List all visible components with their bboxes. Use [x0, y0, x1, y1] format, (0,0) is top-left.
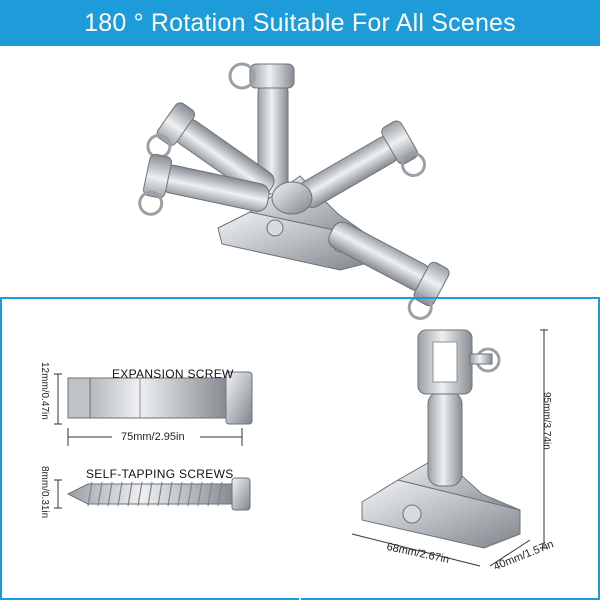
bracket-height-dim-line	[540, 329, 548, 549]
swivel-arm-left-upper	[146, 102, 275, 199]
self-tapping-screw-label: SELF-TAPPING SCREWS	[86, 467, 234, 481]
expansion-screw-label: EXPANSION SCREW	[112, 367, 234, 381]
bracket-image	[361, 329, 521, 549]
screws-panel	[0, 299, 299, 600]
bracket-width-dim-line	[351, 533, 481, 567]
expansion-length-dim: 75mm/2.95in	[121, 431, 185, 443]
bracket-depth-dim-line	[489, 539, 531, 567]
expansion-screw-image	[67, 371, 253, 425]
horizontal-divider	[0, 297, 600, 299]
bracket-dimension-panel	[301, 299, 600, 600]
banner-title: 180 ° Rotation Suitable For All Scenes	[84, 8, 516, 37]
expansion-length-dim-line	[67, 428, 243, 446]
self-tapping-height-dim-line	[54, 479, 62, 509]
swivel-arm-right-upper	[297, 120, 426, 208]
swivel-arm-left-lower	[138, 153, 270, 216]
self-tapping-screw-image	[66, 477, 251, 511]
swivel-joint	[271, 181, 313, 215]
bracket-height-dim: 95mm/3.74in	[541, 392, 552, 450]
swivel-arm-vertical	[228, 62, 295, 195]
title-banner: 180 ° Rotation Suitable For All Scenes	[0, 0, 600, 46]
expansion-height-dim-line	[54, 373, 62, 425]
